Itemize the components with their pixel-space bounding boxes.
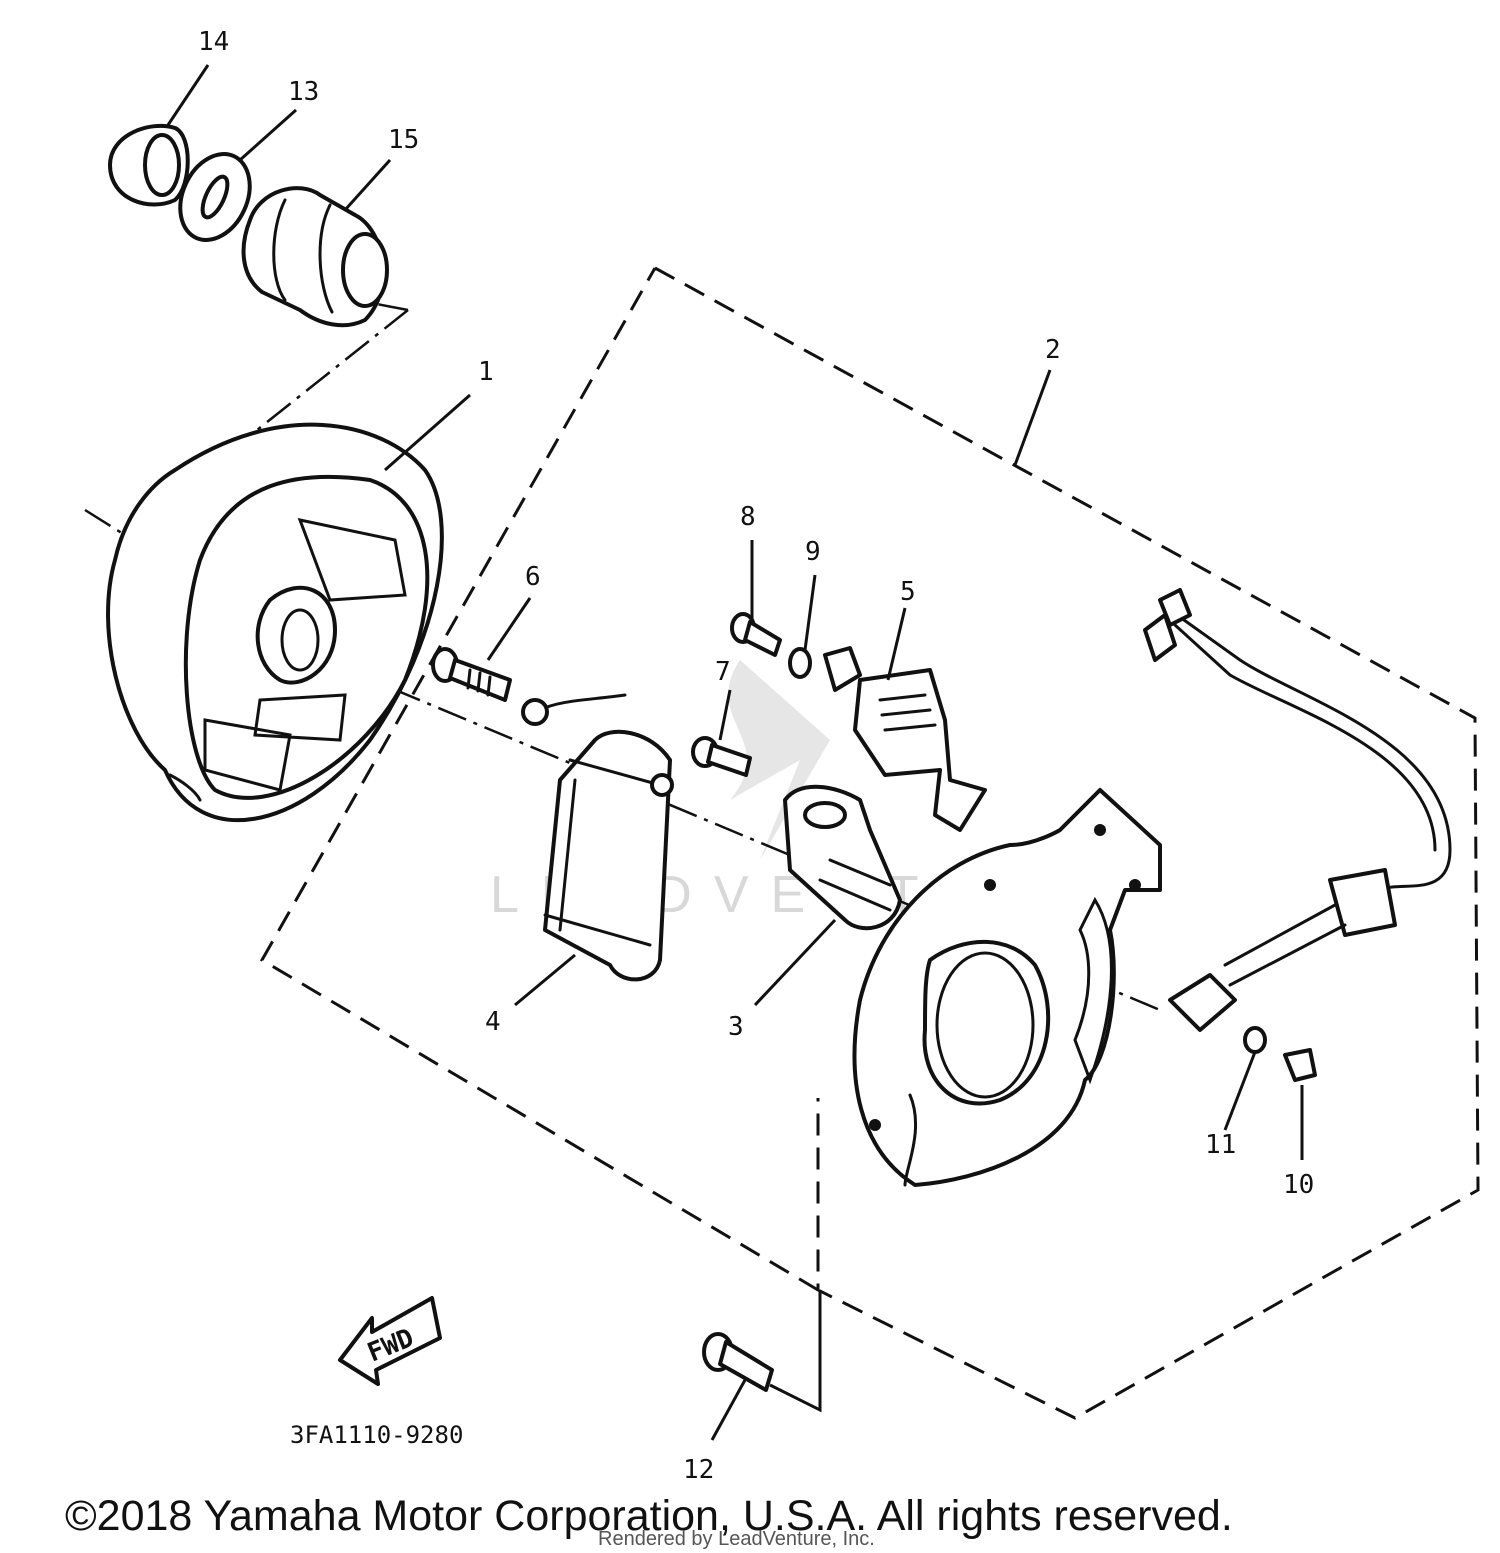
wiring-harness: [1143, 588, 1452, 1032]
copyright-notice: ©2018 Yamaha Motor Corporation, U.S.A. A…: [65, 1492, 1233, 1540]
callout-8: 8: [740, 502, 756, 532]
callout-13: 13: [288, 77, 319, 107]
callout-6: 6: [525, 562, 541, 592]
callout-5: 5: [900, 577, 916, 607]
part-6-screw: [431, 647, 512, 702]
callout-labels: 1 2 3 4 5 6 7 8 9 10 11 12 13 14 15: [198, 27, 1314, 1485]
leader-lines: [166, 64, 1304, 1441]
part-12-screw: [702, 1290, 822, 1413]
part-3-condenser: [783, 784, 902, 931]
callout-4: 4: [485, 1007, 501, 1037]
callout-11: 11: [1205, 1130, 1236, 1160]
callout-1: 1: [478, 357, 494, 387]
part-14-nut: [108, 123, 190, 207]
fwd-arrow: FWD: [338, 1296, 442, 1386]
callout-12: 12: [683, 1455, 714, 1485]
part-9-washer: [788, 647, 812, 679]
callout-10: 10: [1283, 1170, 1314, 1200]
part-13-washer: [178, 152, 252, 242]
part-4-source-coil: [521, 693, 674, 982]
drawing-code: 3FA1110-9280: [290, 1421, 463, 1449]
part-10-screw: [1283, 1048, 1317, 1082]
part-5-contact-breaker: [823, 646, 987, 832]
callout-2: 2: [1045, 335, 1061, 365]
part-7-screw: [691, 736, 752, 777]
part-15-boss: [241, 186, 389, 328]
callout-3: 3: [728, 1012, 744, 1042]
part-8-screw: [730, 612, 782, 657]
callout-15: 15: [388, 125, 419, 155]
callout-9: 9: [805, 537, 821, 567]
part-11-washer: [1243, 1026, 1267, 1054]
stator-assembly-boundary: [259, 266, 1480, 1420]
callout-7: 7: [715, 657, 731, 687]
callout-14: 14: [198, 27, 229, 57]
part-1-flywheel-rotor: [106, 422, 444, 823]
rendered-by-notice: Rendered by LeadVenture, Inc.: [598, 1528, 875, 1550]
part-2-stator-plate: [852, 788, 1162, 1187]
